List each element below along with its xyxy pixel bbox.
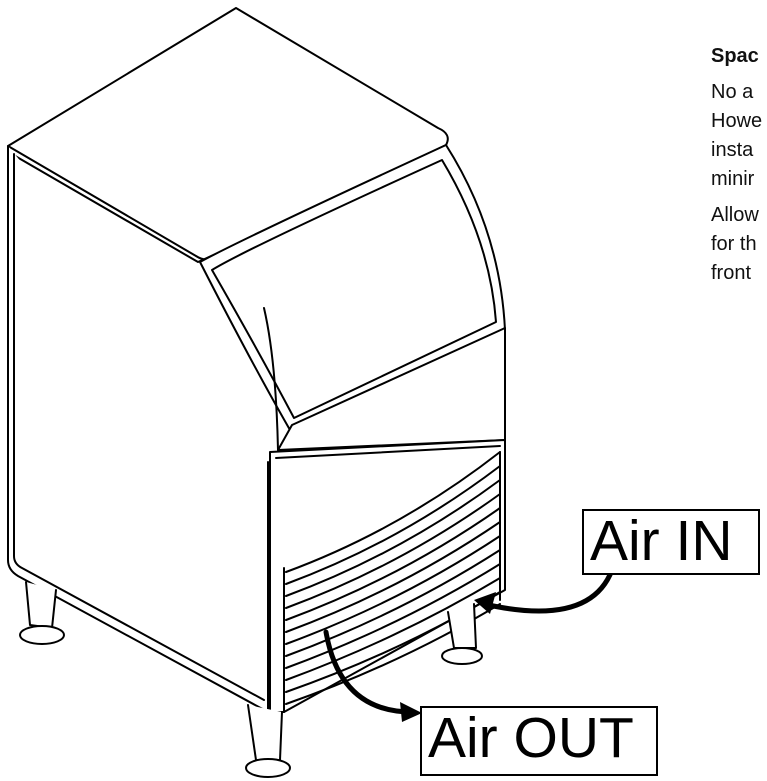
paragraph-2-line: Allow xyxy=(711,204,759,226)
bin-lid xyxy=(199,144,506,431)
air-in-arrow xyxy=(481,567,615,614)
air-out-arrowhead xyxy=(400,702,422,722)
paragraph-2-line: front xyxy=(711,262,752,284)
air-grille xyxy=(283,451,501,713)
paragraph-1: No a Howe insta minir xyxy=(711,78,767,194)
paragraph-2: Allow for th front xyxy=(711,201,767,288)
paragraph-1-line: minir xyxy=(711,168,755,190)
spacing-section-text: Spac No a Howe insta minir Allow for th … xyxy=(711,44,767,295)
section-heading: Spac xyxy=(711,45,759,67)
cabinet-legs xyxy=(19,581,483,778)
paragraph-1-line: No a xyxy=(711,81,754,103)
paragraph-1-line: insta xyxy=(711,139,754,161)
air-out-arrow xyxy=(323,629,415,715)
air-in-arrowhead xyxy=(474,592,496,614)
paragraph-2-line: for th xyxy=(711,233,757,255)
cabinet-side xyxy=(7,145,269,713)
air-out-label: Air OUT xyxy=(420,706,658,776)
paragraph-1-line: Howe xyxy=(711,110,763,132)
air-in-label: Air IN xyxy=(582,509,760,575)
